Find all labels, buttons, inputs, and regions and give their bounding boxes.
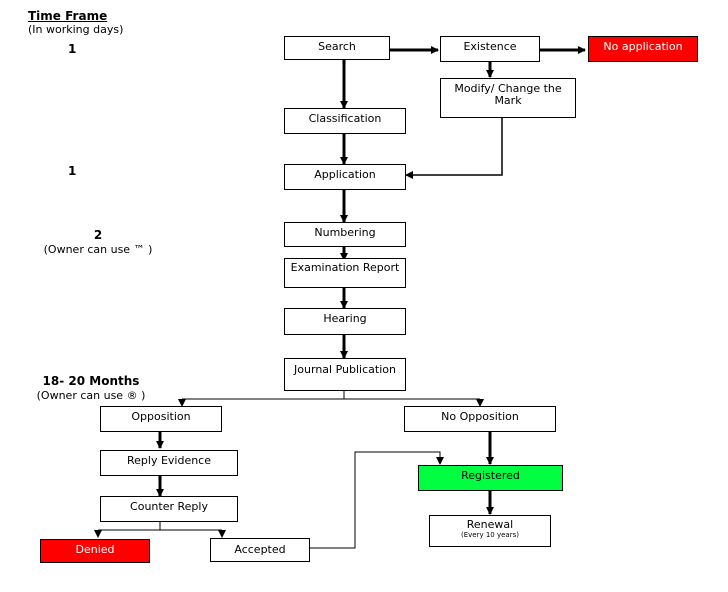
node-registered: Registered <box>418 465 563 491</box>
timeframe-label-numbering: 2 (Owner can use ™ ) <box>43 228 153 256</box>
renewal-note: (Every 10 years) <box>461 531 519 539</box>
node-journal-publication: Journal Publication <box>284 358 406 391</box>
node-existence: Existence <box>440 36 540 62</box>
node-examination-report: Examination Report <box>284 258 406 288</box>
renewal-label: Renewal <box>466 518 514 531</box>
node-denied: Denied <box>40 539 150 563</box>
timeframe-heading: Time Frame (In working days) <box>28 9 124 37</box>
node-opposition: Opposition <box>100 406 222 432</box>
node-application: Application <box>284 164 406 190</box>
arrow-modify-application <box>405 118 503 179</box>
timeframe-label-search: 1 <box>68 42 77 56</box>
node-hearing: Hearing <box>284 308 406 335</box>
node-numbering: Numbering <box>284 222 406 247</box>
node-reply-evidence: Reply Evidence <box>100 450 238 476</box>
node-classification: Classification <box>284 108 406 134</box>
node-no-application: No application <box>588 36 698 62</box>
timeframe-subtitle: (In working days) <box>28 23 124 36</box>
node-modify-change-mark: Modify/ Change the Mark <box>440 78 576 118</box>
timeframe-label-publication: 18- 20 Months (Owner can use ® ) <box>36 374 146 402</box>
node-renewal: Renewal (Every 10 years) <box>429 515 551 547</box>
timeframe-title: Time Frame <box>28 9 108 23</box>
node-no-opposition: No Opposition <box>404 406 556 432</box>
node-search: Search <box>284 36 390 60</box>
timeframe-label-application: 1 <box>68 164 77 178</box>
node-accepted: Accepted <box>210 538 310 562</box>
node-counter-reply: Counter Reply <box>100 496 238 522</box>
arrow-accepted-registered <box>310 451 444 549</box>
